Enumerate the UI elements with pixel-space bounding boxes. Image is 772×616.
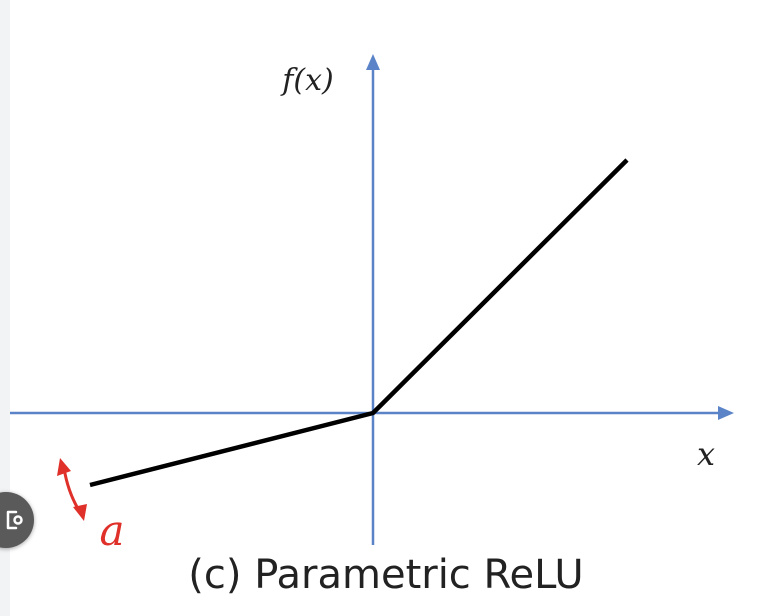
slope-adjust-arrow-icon xyxy=(57,458,87,521)
y-axis-arrowhead xyxy=(366,54,380,70)
lens-icon xyxy=(6,510,23,530)
parameter-a-label: a xyxy=(99,506,124,555)
left-margin-strip xyxy=(0,0,10,616)
x-axis-arrowhead xyxy=(718,406,734,420)
prelu-function-line xyxy=(89,158,629,488)
x-axis-label: x xyxy=(697,435,715,473)
figure-caption: (c) Parametric ReLU xyxy=(188,552,584,598)
y-axis-label: f(x) xyxy=(280,63,333,98)
